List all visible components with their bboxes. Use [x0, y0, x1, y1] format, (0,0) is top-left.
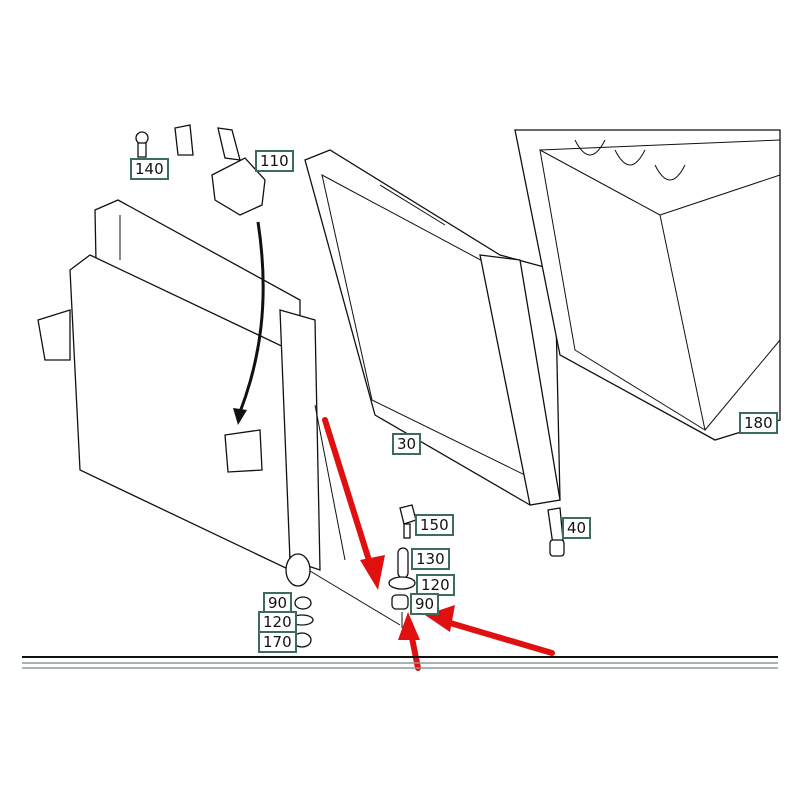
assembly-arrow — [238, 221, 265, 413]
small-parts — [135, 124, 565, 648]
callout-140[interactable]: 140 — [130, 158, 169, 180]
assembly-arrowhead — [233, 408, 247, 425]
callout-40[interactable]: 40 — [562, 517, 592, 539]
callout-180[interactable]: 180 — [739, 412, 778, 434]
callout-90[interactable]: 90 — [410, 593, 440, 615]
callout-170[interactable]: 170 — [258, 631, 297, 653]
highlight-arrows — [322, 417, 555, 671]
callout-120-left[interactable]: 120 — [258, 611, 297, 633]
fan-shroud-180 — [514, 129, 781, 441]
callout-130[interactable]: 130 — [411, 548, 450, 570]
condenser-left — [37, 199, 401, 626]
callout-150[interactable]: 150 — [415, 514, 454, 536]
callout-110[interactable]: 110 — [255, 150, 294, 172]
cap-110 — [211, 157, 266, 216]
callout-30[interactable]: 30 — [392, 433, 422, 455]
radiator-30 — [304, 149, 561, 506]
